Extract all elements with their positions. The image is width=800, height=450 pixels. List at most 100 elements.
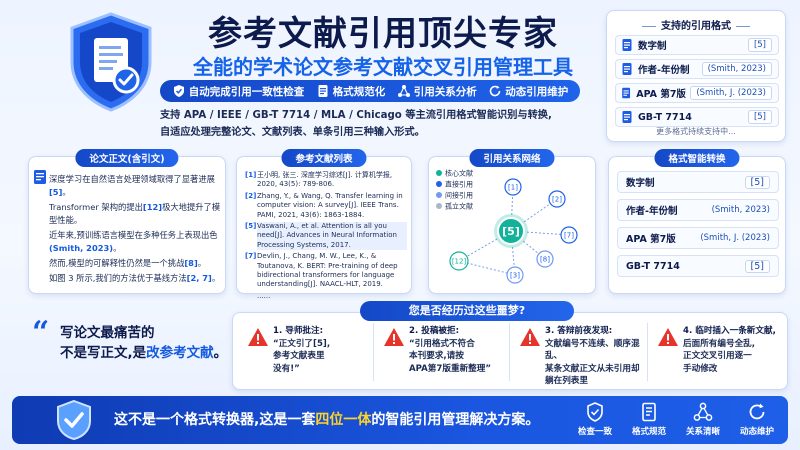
network-node-label: [12] bbox=[452, 258, 467, 266]
legend-swatch bbox=[436, 181, 442, 187]
bottom-item-maintain[interactable]: 动态维护 bbox=[732, 401, 782, 437]
convert-item[interactable]: 数字制 [5] bbox=[617, 171, 779, 193]
network-node[interactable] bbox=[506, 266, 524, 284]
convert-item[interactable]: APA 第7版 (Smith, J. (2023) bbox=[617, 227, 779, 249]
quote-line: 不是写正文,是改参考文献。 bbox=[60, 343, 227, 363]
pain-card-text: 4. 临时插入一条新文献, 后面所有编号全乱, 正文交叉引用逐一手动修改 bbox=[683, 325, 783, 375]
feature-label: 引用关系分析 bbox=[413, 85, 477, 98]
document-icon bbox=[622, 63, 632, 75]
reference-item[interactable]: [5]Vaswani, A., et al. Attention is all … bbox=[245, 222, 407, 251]
convert-item[interactable]: GB-T 7714 [5] bbox=[617, 255, 779, 277]
body-text-segment: 。 bbox=[113, 243, 122, 253]
legend-swatch bbox=[436, 203, 442, 209]
format-name: 数字制 bbox=[638, 41, 667, 52]
body-text-segment: 。 bbox=[211, 273, 221, 283]
citation-network-title: 引用关系网络 bbox=[469, 149, 555, 167]
slogan-part: 的智能引用管理解决方案。 bbox=[371, 412, 540, 428]
network-node[interactable] bbox=[548, 190, 566, 208]
format-convert-panel: 格式智能转换 数字制 [5] 作者-年份制 (Smith, 2023) APA … bbox=[608, 149, 786, 294]
pain-card-title: 4. 临时插入一条新文献, bbox=[683, 326, 776, 336]
network-node[interactable] bbox=[560, 226, 578, 244]
shield-check-icon bbox=[173, 85, 184, 97]
pain-quote: “ 写论文最痛苦的 不是写正文,是改参考文献。 bbox=[20, 311, 227, 371]
pain-cards-panel: 1. 导师批注:“正文引了[5],参考文献表里没有!”2. 投稿被拒:“引用格式… bbox=[232, 312, 788, 390]
citation-marker[interactable]: [5] bbox=[49, 187, 63, 197]
body-text-segment: 。 bbox=[62, 187, 71, 197]
pain-divider bbox=[373, 323, 374, 381]
pain-card-line: 手动修改 bbox=[683, 363, 718, 374]
reference-number: [1] bbox=[245, 171, 257, 179]
citation-marker[interactable]: [12] bbox=[142, 202, 163, 212]
reference-item[interactable]: [7]Devlin, J., Chang, M. W., Lee, K., & … bbox=[245, 252, 407, 290]
convert-example: (Smith, 2023) bbox=[711, 205, 770, 215]
network-node-label: [7] bbox=[564, 232, 574, 240]
convert-item[interactable]: 作者-年份制 (Smith, 2023) bbox=[617, 199, 779, 221]
body-text-segment: 。 bbox=[197, 258, 207, 268]
body-text-segment: Transformer 架构的提出 bbox=[49, 202, 143, 212]
pain-divider bbox=[647, 323, 648, 381]
pain-banner: 您是否经历过这些噩梦? bbox=[360, 301, 574, 321]
description-line: 自适应处理完整论文、文献列表、单条引用三种输入形式。 bbox=[160, 127, 425, 138]
body-paragraph: 如图 3 所示,我们的方法优于基线方法[2, 7]。 bbox=[49, 272, 221, 285]
bottom-item-label: 动态维护 bbox=[739, 427, 774, 437]
bottom-item-format[interactable]: 格式规范 bbox=[624, 401, 674, 437]
convert-name: GB-T 7714 bbox=[626, 260, 680, 272]
convert-example: [5] bbox=[744, 175, 770, 189]
pain-quote-text: 写论文最痛苦的 不是写正文,是改参考文献。 bbox=[60, 323, 227, 363]
paper-body-title: 论文正文(含引文) bbox=[75, 149, 179, 167]
quote-line: 写论文最痛苦的 bbox=[60, 325, 155, 341]
page-subtitle: 全能的学术论文参考文献交叉引用管理工具 bbox=[193, 55, 573, 79]
legend-label: 直接引用 bbox=[445, 180, 473, 189]
network-node[interactable] bbox=[504, 178, 522, 196]
legend-swatch bbox=[436, 192, 442, 198]
reference-number: [2] bbox=[245, 191, 257, 200]
network-node[interactable] bbox=[449, 251, 469, 271]
pain-card-line: 后面所有编号全乱, bbox=[683, 338, 756, 349]
body-text-segment: 近年来,预训练语言模型在多种任务上表现出色 bbox=[49, 230, 218, 240]
network-node[interactable] bbox=[536, 250, 554, 268]
pain-card-line: “引用格式不符合 bbox=[409, 338, 475, 349]
legend-label: 间接引用 bbox=[445, 191, 473, 200]
supported-formats-title: 支持的引用格式 bbox=[607, 17, 785, 32]
formats-more-note: 更多格式持续支持中... bbox=[656, 127, 736, 136]
bottom-item-label: 格式规范 bbox=[631, 427, 666, 437]
citation-marker[interactable]: (Smith, 2023) bbox=[49, 243, 114, 253]
quote-line-part: 。 bbox=[213, 345, 228, 361]
bottom-item-relation[interactable]: 关系清晰 bbox=[678, 401, 728, 437]
body-paragraph: 近年来,预训练语言模型在多种任务上表现出色 (Smith, 2023)。 bbox=[49, 229, 221, 255]
network-icon bbox=[693, 402, 713, 421]
supported-formats-panel: 支持的引用格式 数字制 [5] 作者-年份制 (Smith, 2023) APA… bbox=[606, 10, 786, 142]
reference-list-title: 参考文献列表 bbox=[281, 149, 367, 167]
bottom-item-check[interactable]: 检查一致 bbox=[570, 401, 620, 437]
format-example: (Smith, 2023) bbox=[701, 62, 772, 76]
body-text-segment: 极大地提升了模型性能。 bbox=[49, 202, 221, 225]
reference-item[interactable]: ...... bbox=[245, 292, 407, 301]
reference-number bbox=[245, 292, 257, 301]
pain-card-title: 1. 导师批注: bbox=[273, 326, 324, 336]
legend-label: 孤立文献 bbox=[445, 202, 473, 211]
pain-card-line: 正文交叉引用逐一 bbox=[683, 351, 752, 361]
reference-item[interactable]: [2]Zhang, Y., & Wang, Q. Transfer learni… bbox=[245, 192, 407, 220]
reference-text: Vaswani, A., et al. Attention is all you… bbox=[257, 222, 407, 251]
network-center-node[interactable] bbox=[497, 217, 525, 245]
citation-marker[interactable]: [2, 7] bbox=[186, 273, 212, 283]
format-example: [5] bbox=[747, 110, 772, 124]
format-item: 作者-年份制 (Smith, 2023) bbox=[615, 59, 779, 79]
reference-item[interactable]: [1]王小明, 张三. 深度学习综述[J]. 计算机学报, 2020, 43(5… bbox=[245, 171, 407, 190]
pain-card-line: 某条文献正文从未引用却 bbox=[545, 363, 640, 374]
refresh-icon bbox=[489, 85, 501, 97]
network-edge bbox=[458, 260, 516, 276]
citation-marker[interactable]: [8] bbox=[184, 258, 198, 268]
reference-text: Devlin, J., Chang, M. W., Lee, K., & Tou… bbox=[257, 252, 398, 289]
description-line: 支持 APA / IEEE / GB-T 7714 / MLA / Chicag… bbox=[160, 110, 552, 121]
document-icon bbox=[642, 402, 656, 422]
convert-name: 数字制 bbox=[626, 178, 655, 189]
reference-list-panel: 参考文献列表 [1]王小明, 张三. 深度学习综述[J]. 计算机学报, 202… bbox=[236, 149, 412, 300]
format-example: [5] bbox=[747, 38, 772, 52]
legend-label: 核心文献 bbox=[445, 169, 473, 178]
pain-card: 3. 答辩前夜发现:文献编号不连续、顺序混乱、某条文献正文从未引用却躺在列表里 bbox=[515, 319, 643, 386]
warning-icon bbox=[384, 328, 404, 346]
warning-icon bbox=[520, 328, 540, 346]
quote-line-part: 不是写正文,是 bbox=[60, 345, 147, 361]
format-item: GB-T 7714 [5] bbox=[615, 107, 779, 127]
